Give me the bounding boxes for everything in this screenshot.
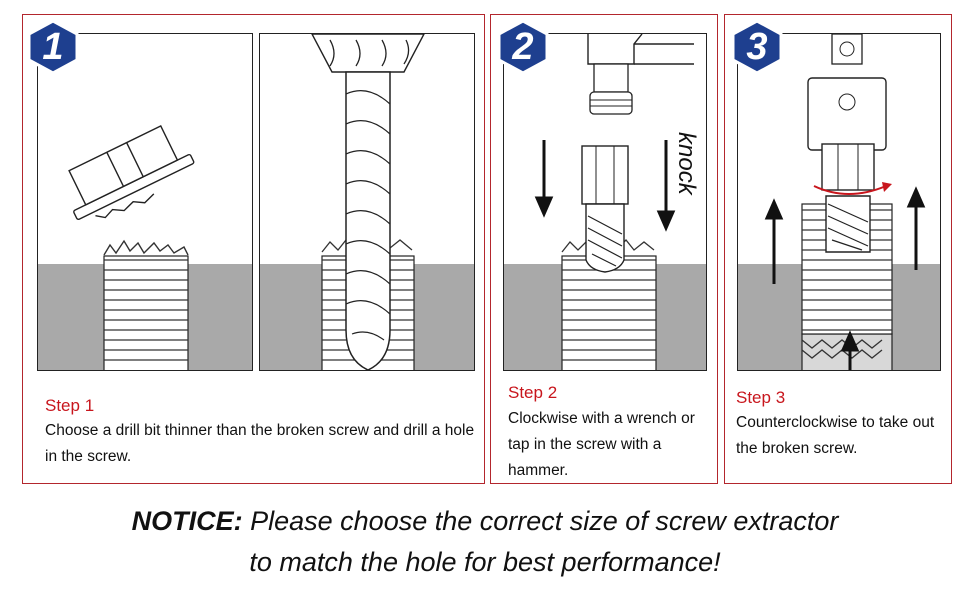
step-3-description-line: Counterclockwise to take out xyxy=(736,414,935,431)
step-1-number-badge: 1 xyxy=(25,19,81,75)
step-3-description: Counterclockwise to take out the broken … xyxy=(736,410,948,462)
step-3-title: Step 3 xyxy=(736,388,786,407)
step-3-description-line: the broken screw. xyxy=(736,440,858,457)
step-2-number-badge: 2 xyxy=(495,19,551,75)
step-2-description-line: Clockwise with a wrench or xyxy=(508,410,695,427)
step-2-card: knock 2 Step 2 Clockwise with a wrench o… xyxy=(490,14,718,484)
step-1-description: Choose a drill bit thinner than the brok… xyxy=(45,422,475,465)
step-3-card: 3 Step 3 Counterclockwise to take out th… xyxy=(724,14,952,484)
step-2-title: Step 2 xyxy=(508,383,558,402)
notice-line-2: to match the hole for best performance! xyxy=(249,547,721,577)
step-2-illustration-wrench-tap: knock xyxy=(503,33,707,371)
step-2-description-line: hammer. xyxy=(508,462,569,479)
step-1-card: 1 Step 1 Choose a drill bit thinner than… xyxy=(22,14,485,484)
knock-label: knock xyxy=(673,132,700,195)
notice-text-1: Please choose the correct size of screw … xyxy=(242,506,839,536)
step-3-illustration-extract xyxy=(737,33,941,371)
step-2-description: Clockwise with a wrench or tap in the sc… xyxy=(508,406,714,484)
step-2-description-line: tap in the screw with a xyxy=(508,436,662,453)
step-1-title: Step 1 xyxy=(45,396,95,415)
step-3-number-badge: 3 xyxy=(729,19,785,75)
notice-label: NOTICE: xyxy=(131,506,243,536)
step-1-illustration-broken-screw xyxy=(37,33,253,371)
notice-line-1: NOTICE: Please choose the correct size o… xyxy=(0,506,970,537)
step-1-illustration-drill xyxy=(259,33,475,371)
